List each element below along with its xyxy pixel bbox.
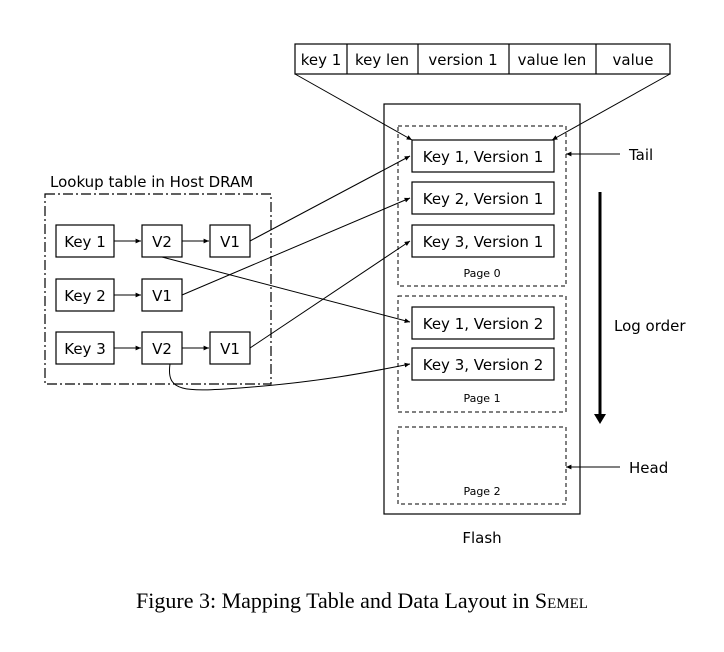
figure-caption: Figure 3: Mapping Table and Data Layout … [0, 588, 724, 614]
page-1-entries: Key 1, Version 2 Key 3, Version 2 [411, 306, 555, 381]
lookup-row-key2: Key 2 V1 [55, 278, 183, 312]
page-1-frame [397, 295, 567, 413]
version-label: V2 [152, 340, 172, 358]
pointer-key3-v1 [249, 240, 411, 349]
flash-entry [411, 347, 555, 381]
zoom-line-left [294, 73, 413, 141]
flash-label: Flash [462, 529, 501, 547]
page-0-label: Page 0 [463, 267, 500, 280]
zoom-line-right [551, 73, 671, 141]
log-order-label: Log order [614, 317, 686, 335]
flash-entry-label: Key 2, Version 1 [423, 190, 544, 208]
flash-entry-label: Key 3, Version 1 [423, 233, 544, 251]
flash-entry [411, 224, 555, 258]
tail-label: Tail [628, 146, 653, 164]
page-0-entries: Key 1, Version 1 Key 2, Version 1 Key 3,… [411, 139, 555, 258]
lookup-row-key3: Key 3 V2 V1 [55, 331, 251, 365]
header-field-value: value [613, 51, 654, 69]
flash-entry-label: Key 3, Version 2 [423, 356, 544, 374]
caption-system-name: Semel [534, 588, 588, 613]
page-0-frame [397, 125, 567, 287]
flash-entry [411, 306, 555, 340]
pointer-key1-v1 [249, 155, 411, 242]
version-label: V2 [152, 233, 172, 251]
version-label: V1 [220, 340, 240, 358]
pointer-arrows [161, 155, 411, 391]
page-2-label: Page 2 [463, 485, 500, 498]
header-field-key: key 1 [301, 51, 342, 69]
head-label: Head [629, 459, 668, 477]
key-label: Key 2 [64, 287, 106, 305]
key-label: Key 3 [64, 340, 106, 358]
flash-entry [411, 139, 555, 173]
caption-text: Figure 3: Mapping Table and Data Layout … [136, 588, 535, 613]
flash-entry-label: Key 1, Version 1 [423, 148, 544, 166]
pointer-key1-v2 [161, 256, 411, 323]
log-order-arrowhead [594, 414, 606, 424]
pointer-key2-v1 [181, 197, 411, 296]
lookup-table-frame [44, 193, 272, 385]
lookup-row-key1: Key 1 V2 V1 [55, 224, 251, 258]
lookup-table-title: Lookup table in Host DRAM [50, 173, 253, 191]
flash-entry-label: Key 1, Version 2 [423, 315, 544, 333]
header-field-value-len: value len [518, 51, 587, 69]
pointer-key3-v2 [168, 362, 411, 391]
version-label: V1 [152, 287, 172, 305]
diagram-canvas: key 1 key len version 1 value len value … [44, 43, 686, 547]
version-label: V1 [220, 233, 240, 251]
record-header: key 1 key len version 1 value len value [294, 43, 671, 75]
flash-container [383, 103, 581, 515]
header-field-key-len: key len [355, 51, 409, 69]
flash-entry [411, 181, 555, 215]
header-field-version: version 1 [428, 51, 497, 69]
key-label: Key 1 [64, 233, 106, 251]
page-1-label: Page 1 [463, 392, 500, 405]
